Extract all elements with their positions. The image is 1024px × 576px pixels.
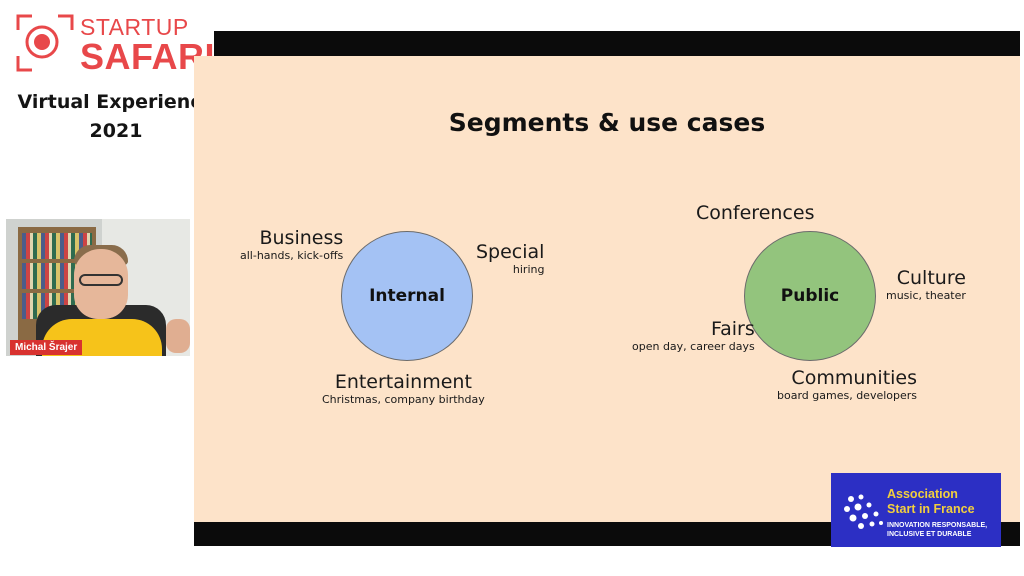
logo-text-safari: SAFARI <box>80 36 216 77</box>
event-title-line2: 2021 <box>89 120 143 142</box>
segment-subtitle: board games, developers <box>777 389 918 402</box>
slide-letterbox-top <box>214 31 1020 56</box>
segment-entertainment: Entertainment Christmas, company birthda… <box>322 371 485 407</box>
camera-record-icon <box>16 14 74 72</box>
event-title: Virtual Experience 2021 <box>0 88 232 146</box>
speaker-glasses <box>79 274 123 286</box>
speaker-name-tag: Michal Šrajer <box>10 340 83 355</box>
dots-logo-icon <box>844 494 883 529</box>
segment-subtitle: open day, career days <box>632 340 755 353</box>
association-tagline-line2: INCLUSIVE ET DURABLE <box>887 531 972 538</box>
association-start-in-france-logo: Association Start in France INNOVATION R… <box>831 473 1001 547</box>
segment-title: Business <box>259 227 344 249</box>
segment-title: Culture <box>896 267 966 289</box>
speaker-webcam-video: Michal Šrajer <box>6 219 190 356</box>
segment-business: Business all-hands, kick-offs <box>240 227 343 263</box>
logo-text-startup: STARTUP <box>80 14 189 40</box>
segment-title: Fairs <box>710 318 755 340</box>
segment-subtitle: Christmas, company birthday <box>322 393 485 406</box>
public-circle: Public <box>744 231 876 361</box>
segment-title: Entertainment <box>334 371 472 393</box>
segment-subtitle: hiring <box>512 263 545 276</box>
segment-title: Conferences <box>696 202 815 224</box>
segment-communities: Communities board games, developers <box>777 367 917 403</box>
association-name: Association Start in France <box>887 487 975 517</box>
slide-title: Segments & use cases <box>448 108 766 137</box>
association-name-line2: Start in France <box>887 502 975 516</box>
segment-title: Communities <box>791 367 918 389</box>
segment-subtitle: music, theater <box>886 289 966 302</box>
segment-subtitle: all-hands, kick-offs <box>240 249 344 262</box>
internal-circle-label: Internal <box>369 286 445 306</box>
presentation-slide: Segments & use cases Internal Business a… <box>194 56 1020 522</box>
public-circle-label: Public <box>780 286 840 306</box>
segment-special: Special hiring <box>476 241 544 277</box>
association-tagline-line1: INNOVATION RESPONSABLE, <box>887 522 988 529</box>
segment-fairs: Fairs open day, career days <box>632 318 755 354</box>
speaker-hand <box>166 319 190 353</box>
startup-safari-logo: STARTUP SAFARI <box>16 12 216 77</box>
segment-culture: Culture music, theater <box>886 267 966 303</box>
internal-circle: Internal <box>341 231 473 361</box>
event-title-line1: Virtual Experience <box>17 91 215 113</box>
segment-title: Special <box>476 241 545 263</box>
association-name-line1: Association <box>887 487 958 501</box>
association-tagline: INNOVATION RESPONSABLE, INCLUSIVE ET DUR… <box>887 521 987 539</box>
segment-conferences: Conferences <box>696 202 814 224</box>
